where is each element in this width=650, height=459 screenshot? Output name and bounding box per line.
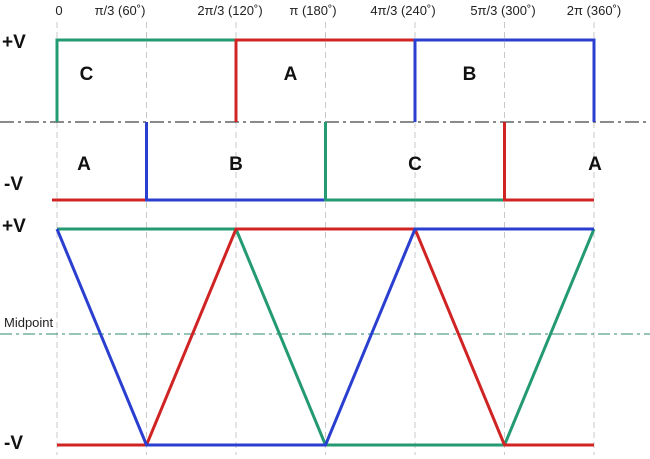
negative-phase-label-2: C <box>408 154 422 175</box>
trapezoid-wave-b <box>55 227 594 447</box>
negative-pulse-a-0 <box>52 122 148 202</box>
negative-phase-label-3: A <box>588 154 602 175</box>
angle-label-300: 5π/3 (300˚) <box>470 3 535 18</box>
midpoint-label: Midpoint <box>4 315 54 330</box>
angle-label-240: 4π/3 (240˚) <box>370 3 435 18</box>
negative-pulse-a-3 <box>503 122 594 202</box>
angle-label-360: 2π (360˚) <box>567 3 622 18</box>
angle-label-180: π (180˚) <box>289 3 336 18</box>
trapezoidal-waves <box>55 227 596 447</box>
positive-phase-label-0: C <box>80 64 94 85</box>
square-waves <box>52 38 596 202</box>
positive-pulse-b-2 <box>413 38 596 122</box>
angle-grid-lines <box>56 22 595 455</box>
angle-label-0: 0 <box>55 3 62 18</box>
negative-phase-label-1: B <box>229 154 243 175</box>
negative-phase-label-0: A <box>77 154 91 175</box>
top-minus-v-label: -V <box>4 174 23 195</box>
positive-phase-label-2: B <box>463 64 477 85</box>
bottom-plus-v-label: +V <box>2 216 26 237</box>
angle-label-60: π/3 (60˚) <box>95 3 146 18</box>
positive-phase-label-1: A <box>284 64 298 85</box>
angle-label-120: 2π/3 (120˚) <box>197 3 262 18</box>
top-plus-v-label: +V <box>2 32 26 53</box>
phase-labels: C A B A B C A <box>77 64 602 175</box>
trapezoid-wave-a <box>57 227 594 447</box>
bottom-minus-v-label: -V <box>4 433 23 454</box>
angle-labels: 0 π/3 (60˚) 2π/3 (120˚) π (180˚) 4π/3 (2… <box>55 3 621 18</box>
